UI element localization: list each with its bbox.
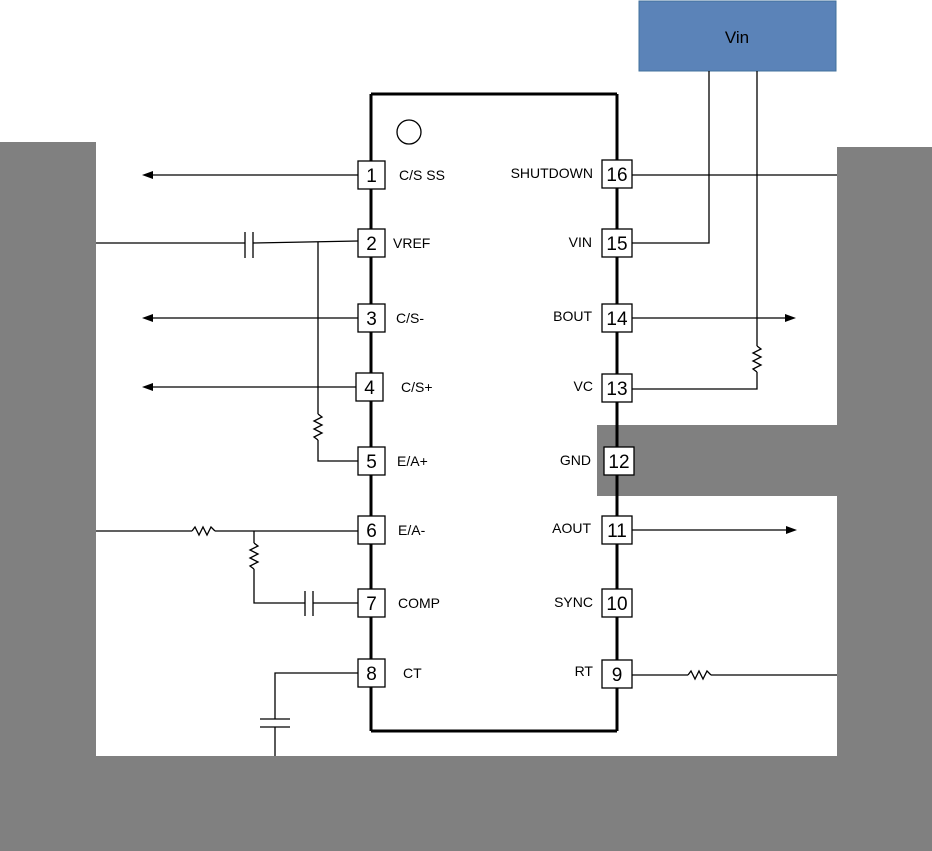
pin-12-label: GND (560, 452, 591, 468)
pin13-wire (632, 372, 758, 390)
pin-16-number: 16 (606, 165, 627, 186)
pin-10: 10 SYNC (554, 588, 633, 618)
pin-9: 9 RT (575, 659, 633, 689)
pin-2: 2 VREF (357, 228, 430, 258)
pin-10-number: 10 (606, 594, 627, 615)
vin-supply: Vin (638, 0, 837, 72)
pin-8-label: CT (403, 665, 422, 681)
wiring (96, 71, 837, 756)
vc-resistor (751, 345, 763, 373)
pin3-arrow (142, 314, 153, 322)
pin-13: 13 VC (574, 373, 633, 403)
pin-4-label: C/S+ (401, 379, 433, 395)
ground-plane (0, 142, 932, 851)
pin4-arrow (142, 383, 153, 391)
rt-resistor (687, 669, 712, 681)
pin-5-number: 5 (366, 452, 377, 473)
pin-11: 11 AOUT (552, 515, 633, 545)
pin8-wire (274, 672, 358, 719)
pin-4: 4 C/S+ (355, 372, 433, 402)
pin14-arrow (785, 314, 796, 322)
pin-7-number: 7 (366, 594, 377, 615)
pin-16-label: SHUTDOWN (511, 165, 593, 181)
pin-3-number: 3 (366, 309, 377, 330)
pin-9-label: RT (575, 663, 594, 679)
pin-10-label: SYNC (554, 594, 593, 610)
pin-13-number: 13 (606, 379, 627, 400)
pin5-wire (317, 440, 358, 462)
ic-body (369, 92, 619, 733)
pin-11-label: AOUT (552, 520, 591, 536)
pin-1: 1 C/S SS (357, 160, 445, 190)
vin-supply-box (638, 0, 837, 72)
pin-4-number: 4 (364, 378, 375, 399)
pin-6-number: 6 (366, 521, 377, 542)
pin-13-label: VC (574, 378, 593, 394)
vin-supply-label: Vin (725, 28, 749, 47)
pin-3: 3 C/S- (357, 303, 424, 333)
pin-14-label: BOUT (553, 308, 592, 324)
pin-6: 6 E/A- (357, 515, 426, 545)
pin-11-number: 11 (607, 521, 627, 542)
pin-2-number: 2 (366, 234, 377, 255)
pin-16: 16 SHUTDOWN (511, 159, 633, 189)
pin-12-number: 12 (608, 452, 629, 473)
pin-6-label: E/A- (398, 522, 426, 538)
comp-wire (253, 569, 305, 604)
pin11-arrow (786, 526, 797, 534)
pin-8-number: 8 (366, 664, 377, 685)
pin15-wire (632, 71, 710, 244)
pin-14: 14 BOUT (553, 303, 633, 333)
pin1-arrow (142, 171, 153, 179)
pin-3-label: C/S- (396, 310, 424, 326)
pin-7-label: COMP (398, 595, 440, 611)
pin5-resistor (312, 413, 324, 441)
pin-1-label: C/S SS (399, 167, 445, 183)
pin-9-number: 9 (612, 665, 623, 686)
pin-5-label: E/A+ (397, 453, 428, 469)
pin-12: 12 GND (560, 446, 635, 476)
pin1-marker (396, 119, 422, 145)
pin-2-label: VREF (393, 235, 430, 251)
comp-resistor (248, 542, 260, 570)
pin-15: 15 VIN (569, 228, 633, 258)
pin-14-number: 14 (606, 309, 628, 330)
pin2-wire-right (252, 240, 359, 244)
pin-1-number: 1 (366, 166, 377, 187)
pin-15-label: VIN (569, 234, 592, 250)
pin6-resistor (191, 525, 216, 537)
pin-8: 8 CT (357, 658, 422, 688)
pin-5: 5 E/A+ (357, 446, 428, 476)
pin-15-number: 15 (606, 234, 627, 255)
pin-7: 7 COMP (357, 588, 440, 618)
